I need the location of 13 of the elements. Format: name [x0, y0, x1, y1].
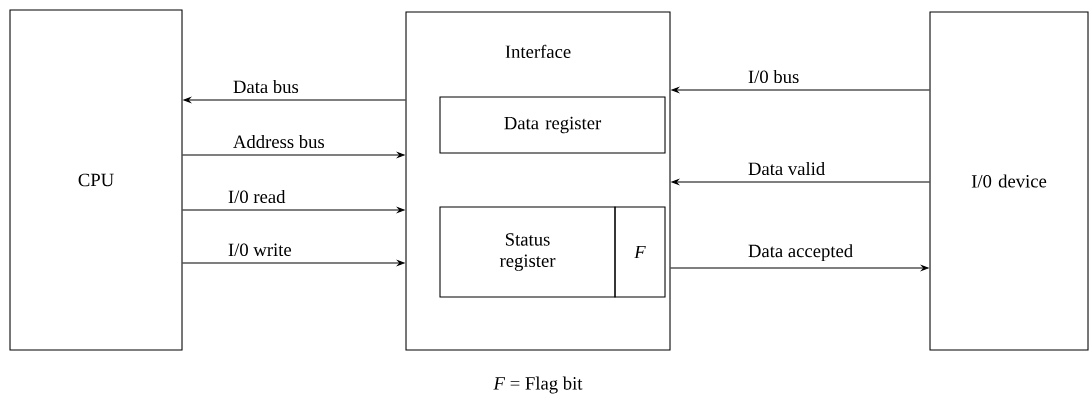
cpu-box: CPU: [9, 9, 183, 351]
edge-label: Data accepted: [748, 244, 853, 262]
edge-label: Address bus: [233, 134, 325, 149]
note: F = Flag bit: [493, 376, 583, 394]
flag-box: F: [614, 206, 666, 298]
register-box: Data register: [439, 96, 666, 154]
register-box: Status register: [439, 206, 616, 298]
device-box: I/0 device: [929, 11, 1089, 351]
edge-label: I/0 write: [228, 243, 292, 257]
edge-label: I/0 bus: [748, 69, 799, 84]
edge-label: Data bus: [233, 79, 299, 94]
edge-label: Data valid: [748, 161, 825, 176]
edge-label: I/0 read: [228, 189, 286, 204]
